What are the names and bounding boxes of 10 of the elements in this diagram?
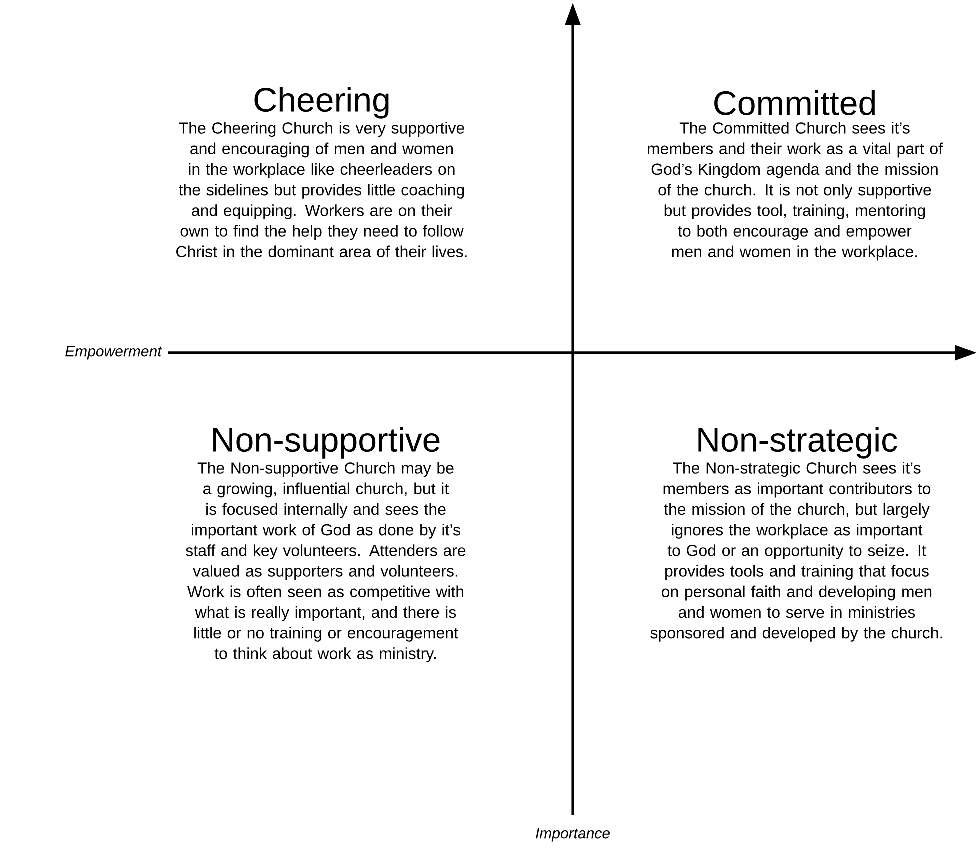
quadrant-description: The Non-supportive Church may be a growing, influential church, but it is focused internally and sees the important work of God as done by it’s staff and key volunteers. Attenders are valued as supporters and volunteers. Work is often seen as competitive with what is really important, and there is little or no training or encouragement to think about work as ministry. [186, 462, 466, 662]
axis-label: Empowerment [66, 346, 162, 360]
quadrant-description: The Cheering Church is very supportive and encouraging of men and women in the workplace like cheerleaders on the sidelines but provides little coaching and equipping. Workers are on their own to find the help they need to follow Christ in the dominant area of their lives. [176, 122, 467, 258]
quadrant-heading: Non-supportive [214, 427, 440, 459]
quadrant-heading: Non-strategic [698, 427, 898, 459]
axis-label: Importance [536, 828, 610, 842]
quadrant-description: The Non-strategic Church sees it’s members as important contributors to the mission of the church, but largely ignores the workplace as important to God or an opportunity to seize. It provides tools and training that focus on personal faith and developing men and women to serve in ministries sponsored and developed by the church. [650, 462, 942, 642]
quadrant-description: The Committed Church sees it’s members and their work as a vital part of God’s Kingdom agenda and the mission of the church. It is not only supportive but provides tool, training, mentoring to both encourage and empower men and women in the workplace. [648, 122, 944, 261]
quadrant-heading: Committed [714, 90, 875, 116]
quadrant-heading: Cheering [254, 87, 389, 119]
